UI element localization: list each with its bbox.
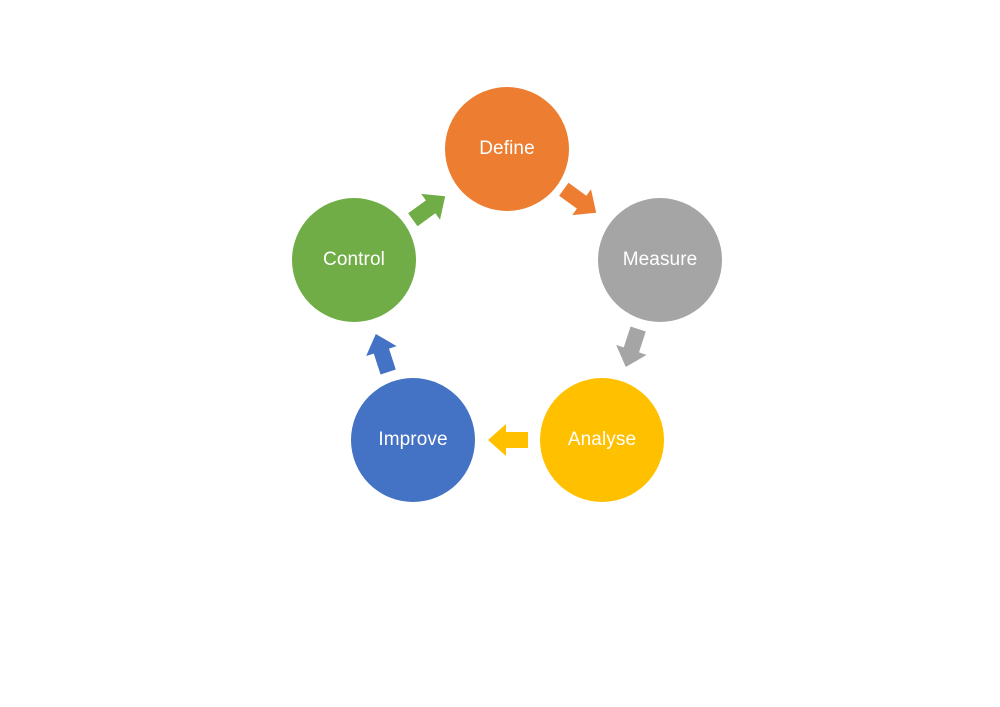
step-analyse-label: Analyse [567,429,637,450]
step-control: Control [292,198,416,322]
step-improve: Improve [351,378,475,502]
arrow-improve-to-control-icon [366,333,397,375]
step-measure-label: Measure [622,249,698,270]
arrow-control-to-define-icon [408,193,446,227]
step-define-label: Define [479,138,535,159]
step-define: Define [445,87,569,211]
step-analyse: Analyse [540,378,664,502]
step-control-label: Control [323,249,385,270]
arrow-measure-to-analyse-icon [616,326,647,368]
arrow-analyse-to-improve-icon [488,424,528,456]
step-improve-label: Improve [378,429,448,450]
step-measure: Measure [598,198,722,322]
arrow-define-to-measure-icon [559,182,597,216]
